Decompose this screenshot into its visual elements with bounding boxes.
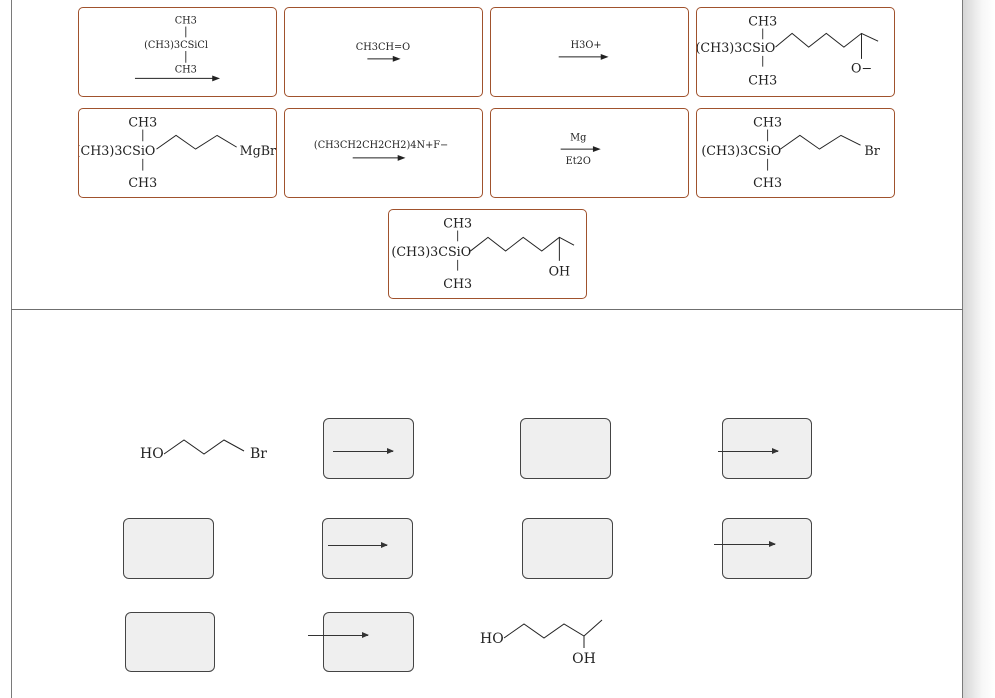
drop-slot-2[interactable] xyxy=(520,418,611,479)
product-right-group: OH xyxy=(572,651,596,667)
card-silyl-grignard[interactable]: CH3 (CH3)3CSiO CH3 MgBr xyxy=(78,108,277,198)
page-border-right xyxy=(962,0,963,698)
card-end-group: MgBr xyxy=(240,143,276,158)
drop-slot-9[interactable] xyxy=(323,612,414,672)
card-silyl-group: (CH3)3CSiO xyxy=(391,244,471,259)
card-bottom-ch3: CH3 xyxy=(128,175,157,190)
drop-slot-7[interactable] xyxy=(722,518,812,579)
card-silyl-group: (CH3)3CSiO xyxy=(79,143,155,158)
reaction-arrow-4 xyxy=(714,541,776,547)
card-silyl-group: (CH3)3CSiO xyxy=(701,143,781,158)
start-left-group: HO xyxy=(140,446,164,462)
card-reagent-formula: CH3CH=O xyxy=(356,42,410,53)
card-top-ch3: CH3 xyxy=(753,115,782,130)
card-acetaldehyde[interactable]: CH3CH=O xyxy=(284,7,483,97)
drop-slot-3[interactable] xyxy=(722,418,812,479)
product-left-group: HO xyxy=(480,631,504,647)
drop-slot-5[interactable] xyxy=(322,518,413,579)
card-mg-ether[interactable]: Mg Et2O xyxy=(490,108,689,198)
card-top-ch3: CH3 xyxy=(748,14,777,29)
card-tbaf[interactable]: (CH3CH2CH2CH2)4N+F− xyxy=(284,108,483,198)
drop-slot-8[interactable] xyxy=(125,612,215,672)
card-top-ch3: CH3 xyxy=(443,216,472,231)
card-top-ch3: CH3 xyxy=(128,115,157,130)
card-bottom-ch3: CH3 xyxy=(443,276,472,291)
page-shadow xyxy=(963,0,995,698)
card-bottom-ch3: CH3 xyxy=(753,175,782,190)
card-reagent-formula: H3O+ xyxy=(571,40,602,51)
drop-slot-4[interactable] xyxy=(123,518,214,579)
card-silyl-group: (CH3)3CSiO xyxy=(697,40,775,55)
card-reagent-above: Mg xyxy=(570,132,586,143)
card-silyl-alkoxide[interactable]: CH3 (CH3)3CSiO CH3 O− xyxy=(696,7,895,97)
card-end-group: Br xyxy=(864,143,880,158)
card-silyl-alcohol[interactable]: CH3 (CH3)3CSiO CH3 OH xyxy=(388,209,587,299)
card-bottom-ch3: CH3 xyxy=(175,65,197,76)
card-hydronium[interactable]: H3O+ xyxy=(490,7,689,97)
reaction-arrow-1 xyxy=(333,448,394,454)
card-reagent-formula: (CH3)3CSiCl xyxy=(144,40,208,51)
card-alkoxide: O− xyxy=(851,61,872,76)
card-tbdms-chloride[interactable]: CH3 (CH3)3CSiCl CH3 xyxy=(78,7,277,97)
card-reagent-formula: (CH3CH2CH2CH2)4N+F− xyxy=(314,140,448,151)
page-border-left xyxy=(11,0,12,698)
card-bottom-ch3: CH3 xyxy=(748,72,777,87)
start-right-group: Br xyxy=(250,446,267,462)
drop-slot-6[interactable] xyxy=(522,518,613,579)
starting-material: HO Br xyxy=(140,439,267,462)
drop-slot-1[interactable] xyxy=(323,418,414,479)
panel-divider xyxy=(11,309,963,310)
card-silyl-bromide[interactable]: CH3 (CH3)3CSiO CH3 Br xyxy=(696,108,895,198)
reaction-arrow-2 xyxy=(718,448,779,454)
card-end-group: OH xyxy=(549,264,571,279)
card-top-ch3: CH3 xyxy=(175,16,197,27)
card-reagent-below: Et2O xyxy=(566,156,591,167)
reaction-arrow-3 xyxy=(328,542,388,548)
target-product: HO OH xyxy=(480,619,603,667)
reaction-arrow-5 xyxy=(308,632,369,638)
